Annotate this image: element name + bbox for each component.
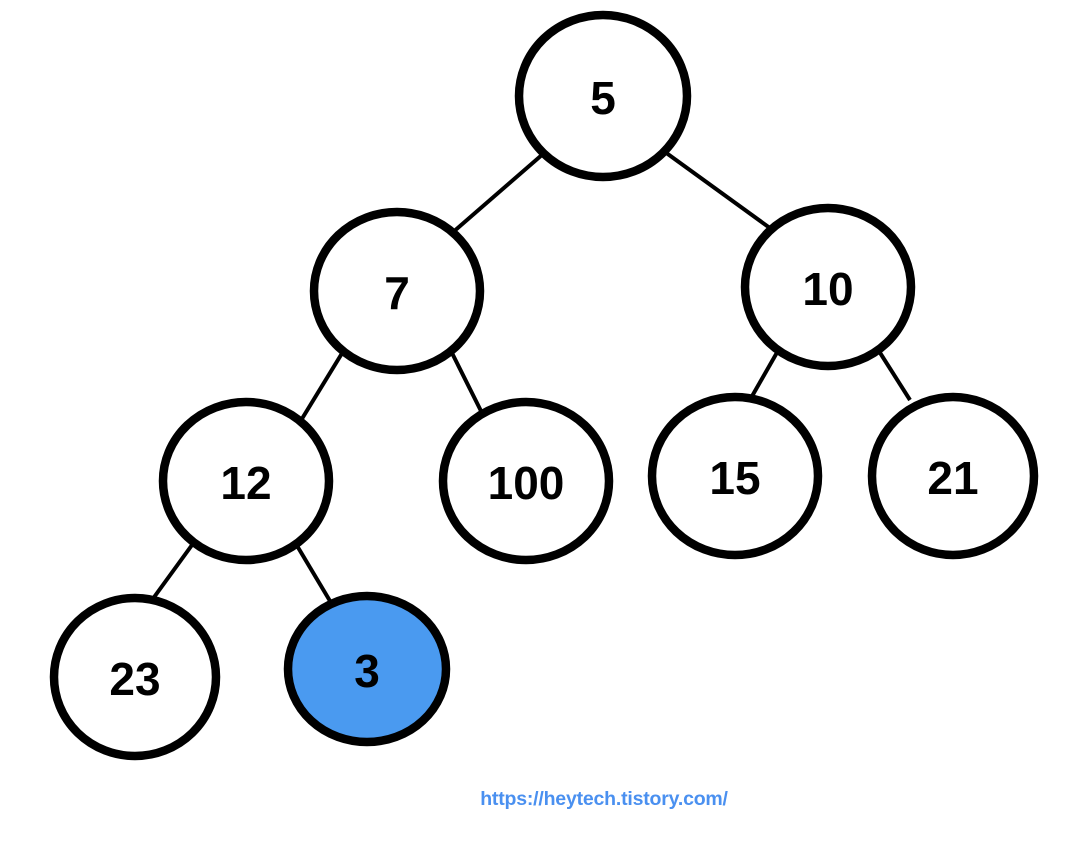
tree-node-23[interactable]: 23 bbox=[49, 593, 221, 761]
tree-node-3[interactable]: 3 bbox=[283, 591, 451, 747]
node-label-23: 23 bbox=[109, 653, 160, 705]
node-circle-15[interactable] bbox=[647, 392, 823, 560]
tree-edge-n7-to-n100 bbox=[448, 348, 484, 414]
tree-edge-n12-to-n23 bbox=[150, 543, 194, 602]
node-label-100: 100 bbox=[488, 457, 565, 509]
node-label-3: 3 bbox=[354, 645, 380, 697]
node-label-5: 5 bbox=[590, 72, 616, 124]
tree-edge-n7-to-n12 bbox=[298, 348, 346, 424]
node-circle-7[interactable] bbox=[309, 207, 485, 375]
node-circle-100[interactable] bbox=[438, 397, 614, 565]
tree-node-12[interactable]: 12 bbox=[158, 397, 334, 565]
tree-node-100[interactable]: 100 bbox=[438, 397, 614, 565]
tree-edges-group bbox=[150, 150, 912, 603]
source-url-caption: https://heytech.tistory.com/ bbox=[480, 788, 728, 810]
node-label-10: 10 bbox=[802, 263, 853, 315]
tree-node-21[interactable]: 21 bbox=[867, 392, 1039, 560]
tree-edge-n10-to-n21 bbox=[875, 346, 912, 402]
tree-edge-n12-to-n3 bbox=[294, 542, 332, 603]
node-circle-5[interactable] bbox=[514, 10, 692, 182]
tree-edge-n10-to-n15 bbox=[749, 348, 781, 399]
node-circle-3[interactable] bbox=[283, 591, 451, 747]
node-circle-10[interactable] bbox=[740, 203, 916, 371]
tree-node-7[interactable]: 7 bbox=[309, 207, 485, 375]
node-label-7: 7 bbox=[384, 267, 410, 319]
tree-node-10[interactable]: 10 bbox=[740, 203, 916, 371]
node-label-15: 15 bbox=[709, 452, 760, 504]
tree-edge-n5-to-n7 bbox=[450, 152, 545, 235]
node-circle-12[interactable] bbox=[158, 397, 334, 565]
tree-node-5[interactable]: 5 bbox=[514, 10, 692, 182]
node-circle-21[interactable] bbox=[867, 392, 1039, 560]
node-circle-23[interactable] bbox=[49, 593, 221, 761]
node-label-12: 12 bbox=[220, 457, 271, 509]
tree-node-15[interactable]: 15 bbox=[647, 392, 823, 560]
node-label-21: 21 bbox=[927, 452, 978, 504]
tree-nodes-group: 5 7 10 12 100 15 21 23 3 bbox=[49, 10, 1039, 761]
tree-edge-n5-to-n10 bbox=[663, 150, 776, 233]
